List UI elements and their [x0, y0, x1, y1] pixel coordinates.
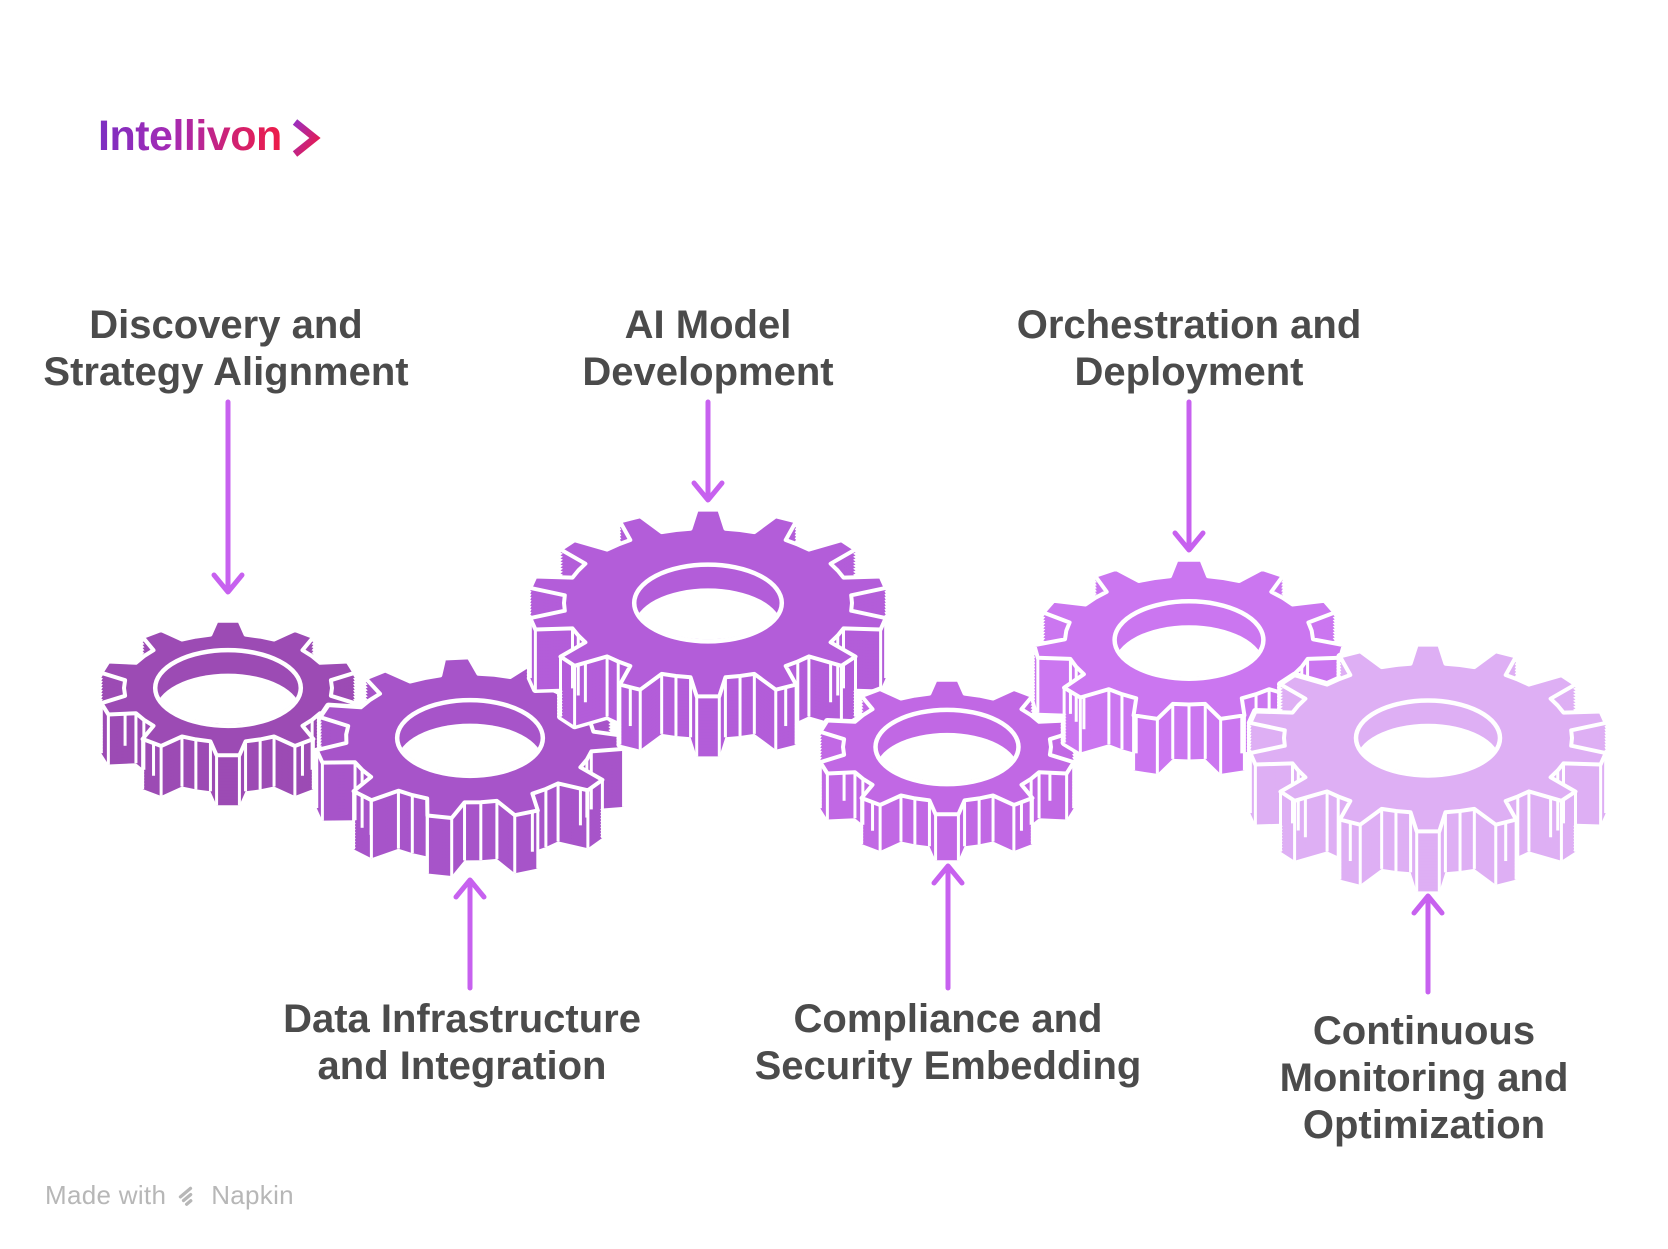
gear-icon-step-2 [313, 654, 629, 880]
label-ai-model: AI Model Development [582, 302, 833, 396]
label-line: AI Model [624, 303, 792, 347]
label-line: Compliance and [793, 997, 1103, 1041]
label-line: Monitoring and [1279, 1056, 1569, 1100]
flow-arrow-up-step-6 [1411, 893, 1445, 995]
flow-arrow-down-step-1 [211, 399, 245, 595]
label-line: Continuous [1312, 1009, 1536, 1053]
logo: Intellivon [98, 112, 322, 161]
gear-icon-step-4 [816, 677, 1078, 864]
watermark: Made with Napkin [45, 1180, 294, 1211]
napkin-logo-icon [179, 1186, 193, 1206]
label-compliance-security: Compliance and Security Embedding [755, 996, 1142, 1090]
label-line: Orchestration and [1016, 303, 1362, 347]
label-line: Strategy Alignment [43, 350, 409, 394]
gear-icon-step-1 [97, 618, 359, 809]
flow-arrow-up-step-2 [453, 877, 487, 991]
label-line: and Integration [317, 1044, 607, 1088]
gear-icon-step-3 [526, 506, 890, 760]
label-data-infrastructure: Data Infrastructure and Integration [283, 996, 641, 1090]
gear-icon-step-6 [1246, 641, 1610, 895]
logo-text: Intellivon [98, 112, 282, 160]
watermark-brand: Napkin [211, 1180, 294, 1210]
watermark-made-with: Made with [45, 1180, 167, 1210]
label-line: Data Infrastructure [283, 997, 641, 1041]
label-line: Deployment [1074, 350, 1304, 394]
flow-arrow-down-step-5 [1172, 399, 1206, 553]
flow-arrow-down-step-3 [691, 399, 725, 503]
label-line: Security Embedding [754, 1044, 1142, 1088]
label-discovery-strategy: Discovery and Strategy Alignment [43, 302, 408, 396]
label-continuous-monitoring: Continuous Monitoring and Optimization [1280, 1008, 1569, 1149]
gear-icon-step-5 [1030, 557, 1348, 778]
label-line: Optimization [1302, 1103, 1546, 1147]
logo-chevron-icon [292, 118, 321, 157]
flow-arrow-up-step-4 [931, 863, 965, 991]
label-orchestration-deployment: Orchestration and Deployment [1017, 302, 1362, 396]
label-line: Development [582, 350, 834, 394]
label-line: Discovery and [89, 303, 363, 347]
